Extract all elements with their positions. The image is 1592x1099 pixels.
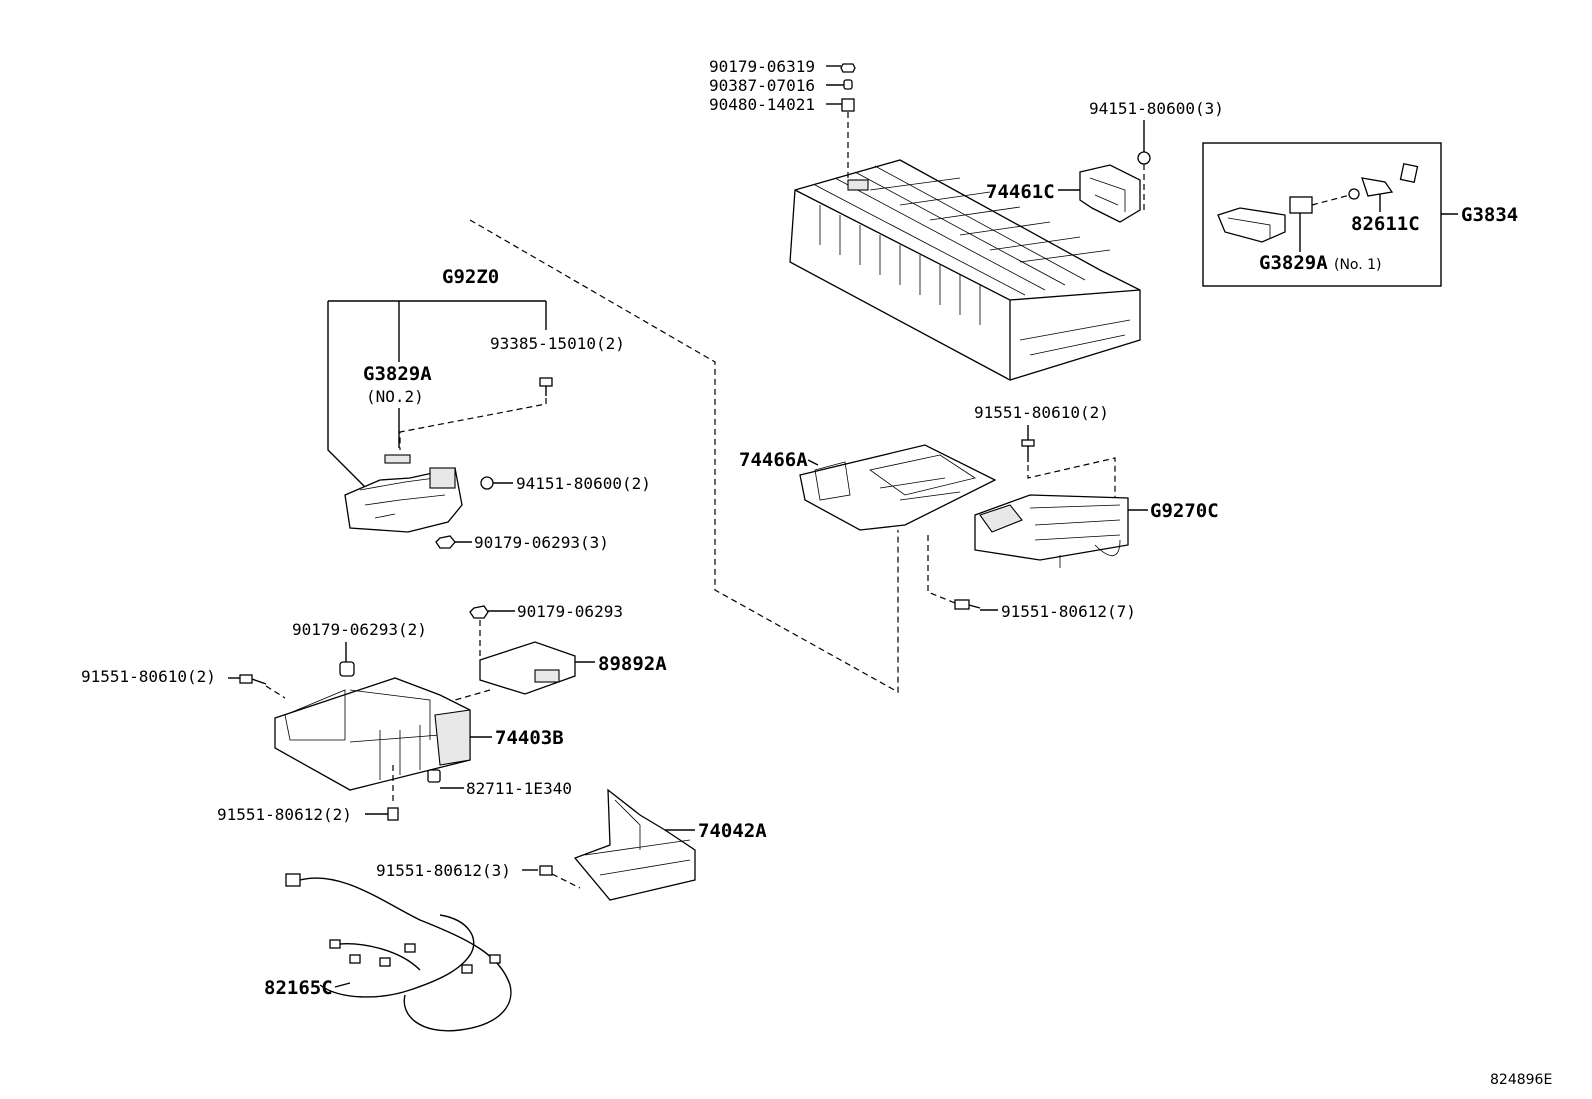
label-82611C: 82611C xyxy=(1351,213,1420,235)
nut-90179-06293-3[interactable] xyxy=(435,535,456,549)
label-91551-80612-2: 91551-80612(2) xyxy=(217,805,352,824)
label-90387-07016: 90387-07016 xyxy=(709,76,815,95)
label-G3829A-no1: G3829A xyxy=(1259,252,1328,274)
bolt-91551-80610-2-left[interactable] xyxy=(239,674,267,685)
battery-pack-assembly[interactable] xyxy=(789,159,1141,381)
bolt-91551-80612-3[interactable] xyxy=(539,865,553,876)
screw-small[interactable] xyxy=(1348,188,1360,200)
bolt-91551-80610-2-top[interactable] xyxy=(1021,439,1035,462)
label-90179-06319: 90179-06319 xyxy=(709,57,815,76)
label-74461C: 74461C xyxy=(986,181,1055,203)
sensor-clamp-part[interactable] xyxy=(1217,207,1286,243)
label-G92Z0: G92Z0 xyxy=(442,266,499,288)
junction-block-assy[interactable] xyxy=(344,454,463,533)
label-plate xyxy=(1399,162,1419,184)
ecu-G9270C[interactable] xyxy=(974,494,1129,568)
terminal-82611C[interactable] xyxy=(1361,177,1394,197)
ecu-89892A[interactable] xyxy=(479,641,576,695)
label-G3834: G3834 xyxy=(1461,204,1518,226)
diagram-id: 824896E xyxy=(1490,1072,1552,1088)
label-93385-15010-2: 93385-15010(2) xyxy=(490,334,625,353)
label-G3829A-no2: G3829A xyxy=(363,363,432,385)
label-91551-80612-7: 91551-80612(7) xyxy=(1001,602,1136,621)
label-G3829A-no2-suffix: (NO.2) xyxy=(366,387,424,406)
bolt-91551-80612-7[interactable] xyxy=(954,599,981,610)
label-94151-80600-3: 94151-80600(3) xyxy=(1089,99,1224,118)
label-90480-14021: 90480-14021 xyxy=(709,95,815,114)
clip-82711-1E340[interactable] xyxy=(427,769,441,783)
label-90179-06293: 90179-06293 xyxy=(517,602,623,621)
label-91551-80610-2-top: 91551-80610(2) xyxy=(974,403,1109,422)
label-91551-80612-3: 91551-80612(3) xyxy=(376,861,511,880)
label-82711-1E340: 82711-1E340 xyxy=(466,779,572,798)
label-90179-06293-3: 90179-06293(3) xyxy=(474,533,609,552)
washer-90387-07016[interactable] xyxy=(843,79,853,90)
tray-74403B[interactable] xyxy=(274,677,471,791)
label-74466A: 74466A xyxy=(739,449,808,471)
sensor-G3829A-no1[interactable] xyxy=(1289,196,1313,214)
nut-94151-80600-3[interactable] xyxy=(1137,151,1151,165)
label-94151-80600-2: 94151-80600(2) xyxy=(516,474,651,493)
label-82165C: 82165C xyxy=(264,977,333,999)
wire-harness-82165C[interactable] xyxy=(285,873,512,1032)
label-74042A: 74042A xyxy=(698,820,767,842)
bracket-74461C[interactable] xyxy=(1079,164,1141,223)
label-74403B: 74403B xyxy=(495,727,564,749)
spacer-90480-14021[interactable] xyxy=(841,98,855,112)
label-89892A: 89892A xyxy=(598,653,667,675)
label-90179-06293-2: 90179-06293(2) xyxy=(292,620,427,639)
label-91551-80610-2-left: 91551-80610(2) xyxy=(81,667,216,686)
label-G3829A-no1-suffix: (No. 1) xyxy=(1334,257,1382,273)
bracket-74466A[interactable] xyxy=(799,444,997,531)
nut-90179-06319[interactable] xyxy=(840,63,856,73)
screw-93385-15010[interactable] xyxy=(539,377,553,396)
nut-90179-06293[interactable] xyxy=(469,605,489,619)
bolt-91551-80612-2[interactable] xyxy=(387,807,399,821)
nut-94151-80600-2[interactable] xyxy=(480,476,494,490)
bracket-74042A[interactable] xyxy=(573,788,696,901)
nut-90179-06293-2[interactable] xyxy=(339,661,355,677)
label-G9270C: G9270C xyxy=(1150,500,1219,522)
